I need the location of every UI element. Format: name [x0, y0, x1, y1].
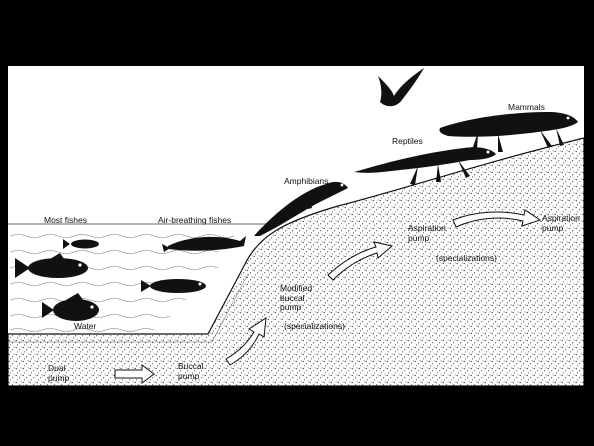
fish-small-icon: [63, 239, 99, 249]
label-dual-pump: Dual pump: [48, 364, 69, 383]
fish-deep-icon: [42, 293, 99, 321]
bird-silhouette-icon: [378, 68, 424, 106]
evolution-diagram: [8, 66, 584, 386]
label-aspiration-pump-1: Aspiration pump: [408, 224, 446, 243]
label-specializations-1: (specializations): [284, 322, 345, 332]
label-reptiles: Reptiles: [392, 137, 423, 147]
fish-large-icon: [15, 253, 88, 278]
label-water: Water: [74, 322, 96, 332]
label-amphibians: Amphibians: [284, 177, 328, 187]
label-specializations-2: (specializations): [436, 254, 497, 264]
label-aspiration-pump-2: Aspiration pump: [542, 214, 580, 233]
air-breathing-fish-icon: [162, 236, 246, 252]
label-mammals: Mammals: [508, 103, 545, 113]
label-buccal-pump: Buccal pump: [178, 362, 204, 381]
label-modified-buccal-pump: Modified buccal pump: [280, 284, 312, 313]
diagram-panel: Most fishes Air-breathing fishes Amphibi…: [8, 66, 584, 386]
label-most-fishes: Most fishes: [44, 216, 87, 226]
fish-bottom-icon: [141, 279, 206, 293]
label-air-breathing-fishes: Air-breathing fishes: [158, 216, 231, 226]
